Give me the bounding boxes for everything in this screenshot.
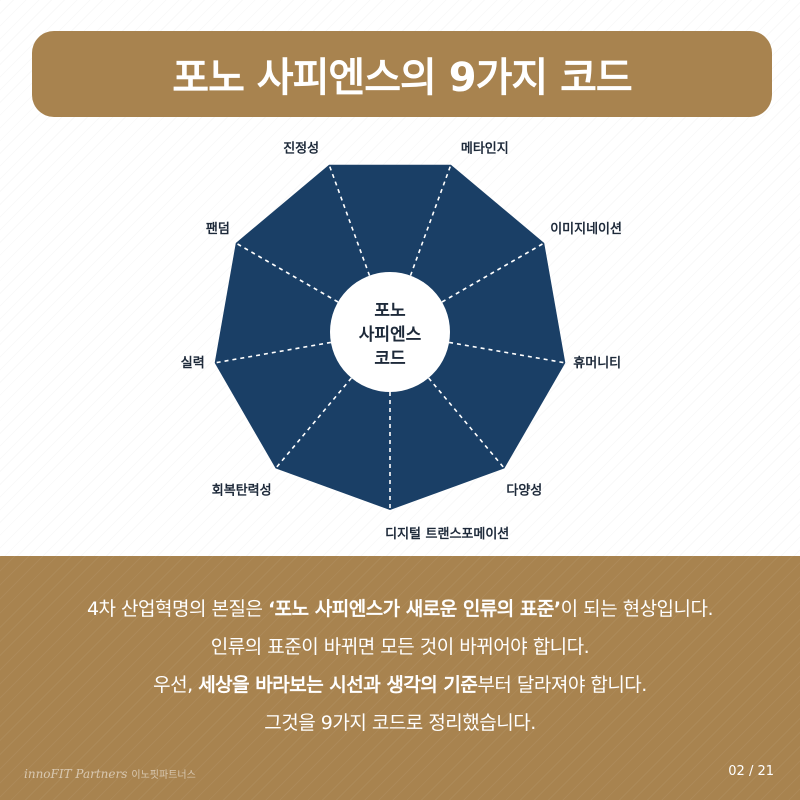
description-text: 4차 산업혁명의 본질은 ‘포노 사피엔스가 새로운 인류의 표준’이 되는 현…	[0, 590, 800, 742]
segment-label: 실력	[181, 355, 205, 371]
center-label-line-1: 포노	[374, 301, 406, 321]
description-line-2: 인류의 표준이 바뀌면 모든 것이 바뀌어야 합니다.	[210, 636, 590, 658]
title-bar: 포노 사피엔스의 9가지 코드	[32, 31, 772, 117]
center-label-line-2: 사피엔스	[359, 325, 422, 345]
segment-label: 팬덤	[206, 221, 230, 237]
divider-line	[409, 164, 452, 276]
divider-line	[427, 377, 506, 469]
segment-label: 회복탄력성	[212, 482, 272, 498]
page-number: 02 / 21	[728, 764, 774, 779]
highlight-perspective: 세상을 바라보는 시선과 생각의 기준	[198, 674, 478, 696]
segment-label: 휴머니티	[573, 355, 621, 371]
divider-line	[328, 164, 371, 276]
segment-label: 진정성	[283, 141, 319, 157]
description-line-1: 4차 산업혁명의 본질은 ‘포노 사피엔스가 새로운 인류의 표준’이 되는 현…	[86, 598, 714, 620]
segment-label: 이미지네이션	[550, 221, 622, 237]
segment-label: 다양성	[506, 482, 542, 498]
description-line-4: 그것을 9가지 코드로 정리했습니다.	[264, 712, 536, 734]
divider-lines	[214, 164, 566, 510]
description-line-3: 우선, 세상을 바라보는 시선과 생각의 기준부터 달라져야 합니다.	[153, 674, 647, 696]
segment-label: 메타인지	[461, 141, 509, 157]
page-title: 포노 사피엔스의 9가지 코드	[172, 55, 632, 101]
highlight-standard: ‘포노 사피엔스가 새로운 인류의 표준’	[267, 598, 561, 620]
segment-label: 디지털 트랜스포메이션	[385, 526, 509, 540]
center-circle	[330, 272, 450, 392]
divider-line	[235, 242, 339, 303]
divider-line	[274, 377, 353, 469]
center-label-line-3: 코드	[374, 349, 406, 369]
divider-line	[448, 341, 566, 364]
description-panel: 4차 산업혁명의 본질은 ‘포노 사피엔스가 새로운 인류의 표준’이 되는 현…	[0, 556, 800, 800]
divider-line	[441, 242, 545, 303]
divider-line	[214, 341, 332, 364]
